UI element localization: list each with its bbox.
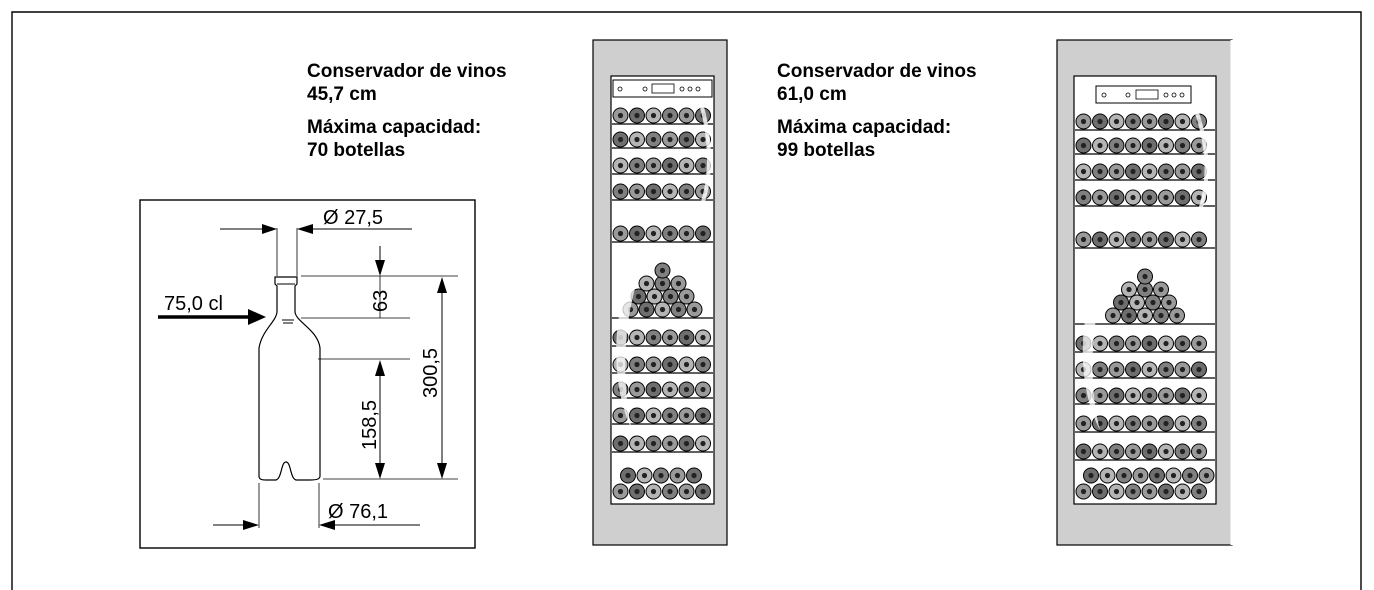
cooler-2-title: Conservador de vinos bbox=[777, 61, 977, 82]
base-diameter-label: Ø 76,1 bbox=[328, 501, 388, 523]
cooler-2-capacity-value: 99 botellas bbox=[777, 140, 876, 161]
cooler-1-spec: Conservador de vinos 45,7 cm Máxima capa… bbox=[307, 60, 507, 162]
wine-cooler-1-illustration bbox=[592, 39, 728, 546]
volume-label: 75,0 cl bbox=[164, 293, 223, 315]
bottle-dimension-diagram: Ø 27,5 75,0 cl 63 158,5 300,5 Ø 76,1 bbox=[139, 199, 476, 549]
wine-cooler-2-illustration bbox=[1056, 39, 1234, 546]
cooler-2-capacity-label: Máxima capacidad: bbox=[777, 117, 952, 138]
cooler-1-title: Conservador de vinos bbox=[307, 61, 507, 82]
body-height-label: 158,5 bbox=[359, 400, 381, 450]
cooler-1-capacity-value: 70 botellas bbox=[307, 140, 406, 161]
cooler-2-spec: Conservador de vinos 61,0 cm Máxima capa… bbox=[777, 60, 977, 162]
cooler-2-width: 61,0 cm bbox=[777, 84, 847, 105]
cooler-1-capacity-label: Máxima capacidad: bbox=[307, 117, 482, 138]
total-height-label: 300,5 bbox=[420, 348, 442, 398]
cooler-1-width: 45,7 cm bbox=[307, 84, 377, 105]
bottle-outline bbox=[258, 276, 321, 481]
neck-height-label: 63 bbox=[370, 290, 392, 312]
neck-diameter-label: Ø 27,5 bbox=[323, 207, 383, 229]
